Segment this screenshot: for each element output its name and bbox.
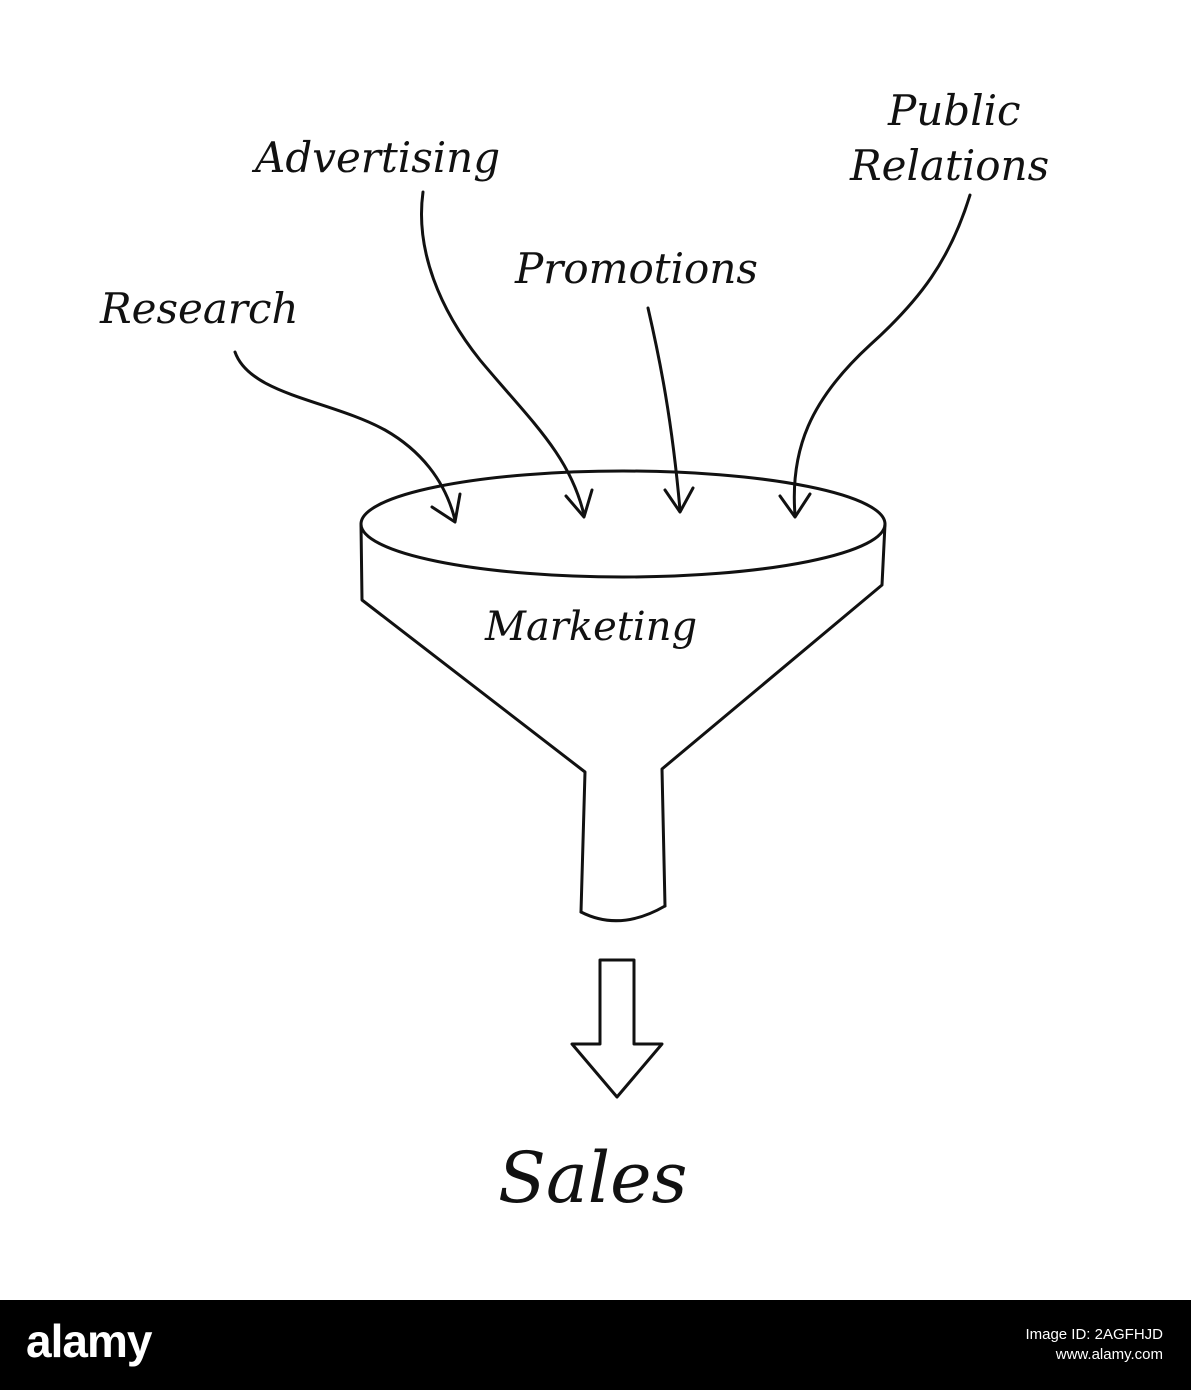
arrow-advertising: [420, 190, 594, 519]
arrow-research: [233, 350, 462, 524]
arrow-relations: [778, 193, 972, 519]
label-advertising: Advertising: [251, 133, 500, 182]
output-arrow: [570, 958, 664, 1099]
brand-logo: alamy: [26, 1314, 152, 1368]
funnel-rim: [359, 469, 887, 579]
funnel-label: Marketing: [484, 604, 697, 650]
funnel-left-wall: [359, 522, 587, 914]
label-promotions: Promotions: [514, 244, 758, 293]
site-url: www.alamy.com: [1055, 1346, 1163, 1363]
diagram-canvas: Research Advertising Promotions Public R…: [99, 86, 1050, 1219]
funnel: [359, 469, 887, 923]
footer-bar: alamy Image ID: 2AGFHJD www.alamy.com: [0, 1300, 1191, 1390]
output-label: Sales: [498, 1137, 687, 1219]
funnel-diagram: Research Advertising Promotions Public R…: [99, 86, 1049, 1219]
label-public: Public: [887, 86, 1021, 135]
footer-info: Image ID: 2AGFHJD www.alamy.com: [1025, 1325, 1163, 1365]
funnel-spout: [579, 904, 667, 923]
brand-logo-text: alamy: [26, 1315, 152, 1367]
image-id: Image ID: 2AGFHJD: [1025, 1326, 1163, 1343]
label-research: Research: [99, 284, 299, 333]
arrow-promotions: [646, 306, 695, 514]
funnel-right-wall: [660, 522, 887, 908]
label-relations: Relations: [849, 141, 1049, 190]
